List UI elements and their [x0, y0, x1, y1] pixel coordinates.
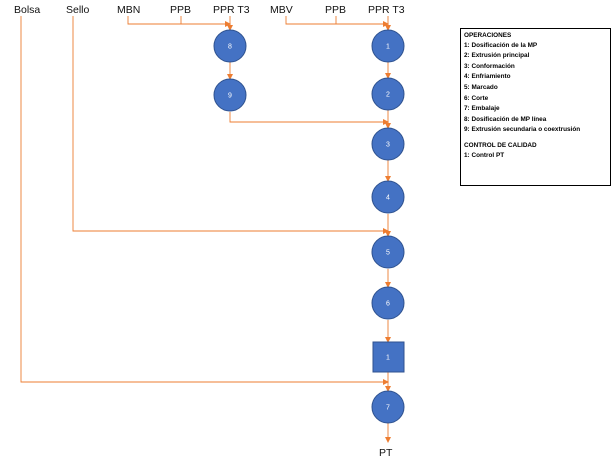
quality-control-1-label: 1 — [386, 355, 390, 362]
source-ppb-right: PPB — [325, 4, 347, 16]
legend-quality-1: 1: Control PT — [464, 151, 505, 159]
legend-operation-6: 6: Corte — [464, 94, 489, 102]
operation-6-node — [371, 286, 405, 320]
legend-quality-title: CONTROL DE CALIDAD — [464, 141, 537, 149]
legend-operation-2: 2: Extrusión principal — [464, 52, 530, 60]
quality-control-1-node — [372, 341, 405, 373]
source-sello: Sello — [66, 4, 90, 16]
operation-8-node — [213, 29, 247, 63]
operation-9-label: 9 — [228, 93, 232, 100]
operation-3-label: 3 — [386, 142, 390, 149]
legend-operation-7: 7: Embalaje — [464, 105, 500, 113]
output-pt: PT — [379, 447, 393, 459]
flow-sello — [72, 16, 389, 234]
source-ppb-left: PPB — [170, 4, 192, 16]
legend-operation-4: 4: Enfriamiento — [464, 73, 511, 81]
operation-8-label: 8 — [228, 44, 232, 51]
legend-operation-8: 8: Dosificación de MP línea — [464, 115, 547, 123]
operation-4-label: 4 — [386, 195, 390, 202]
operation-9-node — [213, 78, 247, 112]
operation-2-node — [371, 77, 405, 111]
source-pprt3-right: PPR T3 — [368, 4, 405, 16]
source-pprt3-left: PPR T3 — [213, 4, 250, 16]
operation-5-node — [371, 235, 405, 269]
operation-4-node — [371, 180, 405, 214]
legend-operations-title: OPERACIONES — [464, 32, 512, 39]
operation-5-label: 5 — [386, 250, 390, 257]
source-mbv: MBV — [270, 4, 293, 16]
operation-2-label: 2 — [386, 92, 390, 99]
legend-operation-3: 3: Conformación — [464, 62, 515, 70]
operation-6-label: 6 — [386, 301, 390, 308]
operation-1-label: 1 — [386, 44, 390, 51]
flow-mbv — [285, 16, 389, 27]
flow-9-to-3 — [229, 112, 389, 125]
operation-3-node — [371, 127, 405, 161]
operation-7-label: 7 — [386, 405, 390, 412]
operation-7-node — [371, 390, 405, 424]
flow-mbn — [127, 16, 231, 27]
legend-box: OPERACIONES 1: Dosificación de la MP 2: … — [460, 28, 611, 186]
legend-operation-9: 9: Extrusión secundaria o coextrusión — [464, 126, 581, 134]
operation-1-node — [371, 29, 405, 63]
legend-operation-5: 5: Marcado — [464, 83, 498, 91]
flow-bolsa — [20, 16, 389, 385]
source-mbn: MBN — [117, 4, 141, 16]
legend-operation-1: 1: Dosificación de la MP — [464, 41, 538, 49]
source-bolsa: Bolsa — [14, 4, 41, 16]
